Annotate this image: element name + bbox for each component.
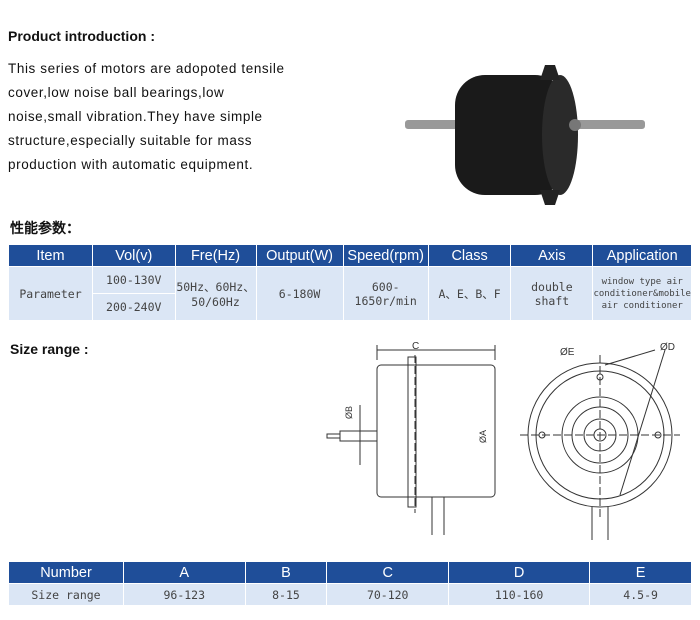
col-header: B [244, 561, 328, 584]
size-cell: 4.5-9 [589, 583, 692, 606]
col-header: C [326, 561, 449, 584]
params-table: Item Vol(v) Fre(Hz) Output(W) Speed(rpm)… [8, 244, 692, 321]
size-cell: 96-123 [123, 583, 246, 606]
col-header: Item [8, 244, 93, 267]
vol-cell: 200-240V [91, 293, 176, 321]
label-c: C [412, 341, 419, 352]
col-header: Axis [510, 244, 594, 267]
intro-text: This series of motors are adopoted tensi… [8, 61, 285, 172]
motor-photo [405, 65, 645, 205]
size-cell: 110-160 [447, 583, 591, 606]
row-label: Parameter [8, 266, 93, 321]
col-header: D [447, 561, 591, 584]
row-label: Size range [8, 583, 124, 606]
col-header: Fre(Hz) [174, 244, 257, 267]
params-title: 性能参数： [10, 220, 80, 236]
col-header: Speed(rpm) [342, 244, 429, 267]
vol-cell: 100-130V [91, 266, 176, 294]
size-title: Size range : [10, 341, 89, 357]
col-header: A [123, 561, 246, 584]
col-header: Application [592, 244, 692, 267]
axis-cell: double shaft [510, 266, 594, 321]
fre-cell: 50Hz、60Hz、50/60Hz [174, 266, 257, 321]
col-header: Number [8, 561, 124, 584]
intro-title: Product introduction : [8, 28, 155, 44]
application-cell: window type air conditioner&mobile air c… [592, 266, 692, 321]
col-header: E [589, 561, 692, 584]
label-a: ØA [478, 430, 488, 443]
size-cell: 70-120 [326, 583, 449, 606]
class-cell: A、E、B、F [427, 266, 512, 321]
label-d: ØD [660, 342, 675, 353]
col-header: Class [427, 244, 512, 267]
output-cell: 6-180W [255, 266, 344, 321]
col-header: Vol(v) [91, 244, 176, 267]
speed-cell: 600-1650r/min [342, 266, 429, 321]
label-b: ØB [344, 406, 354, 419]
dimension-drawing: C ØB ØA ØE ØD [326, 341, 680, 540]
label-e: ØE [560, 347, 575, 358]
size-cell: 8-15 [244, 583, 328, 606]
col-header: Output(W) [255, 244, 344, 267]
